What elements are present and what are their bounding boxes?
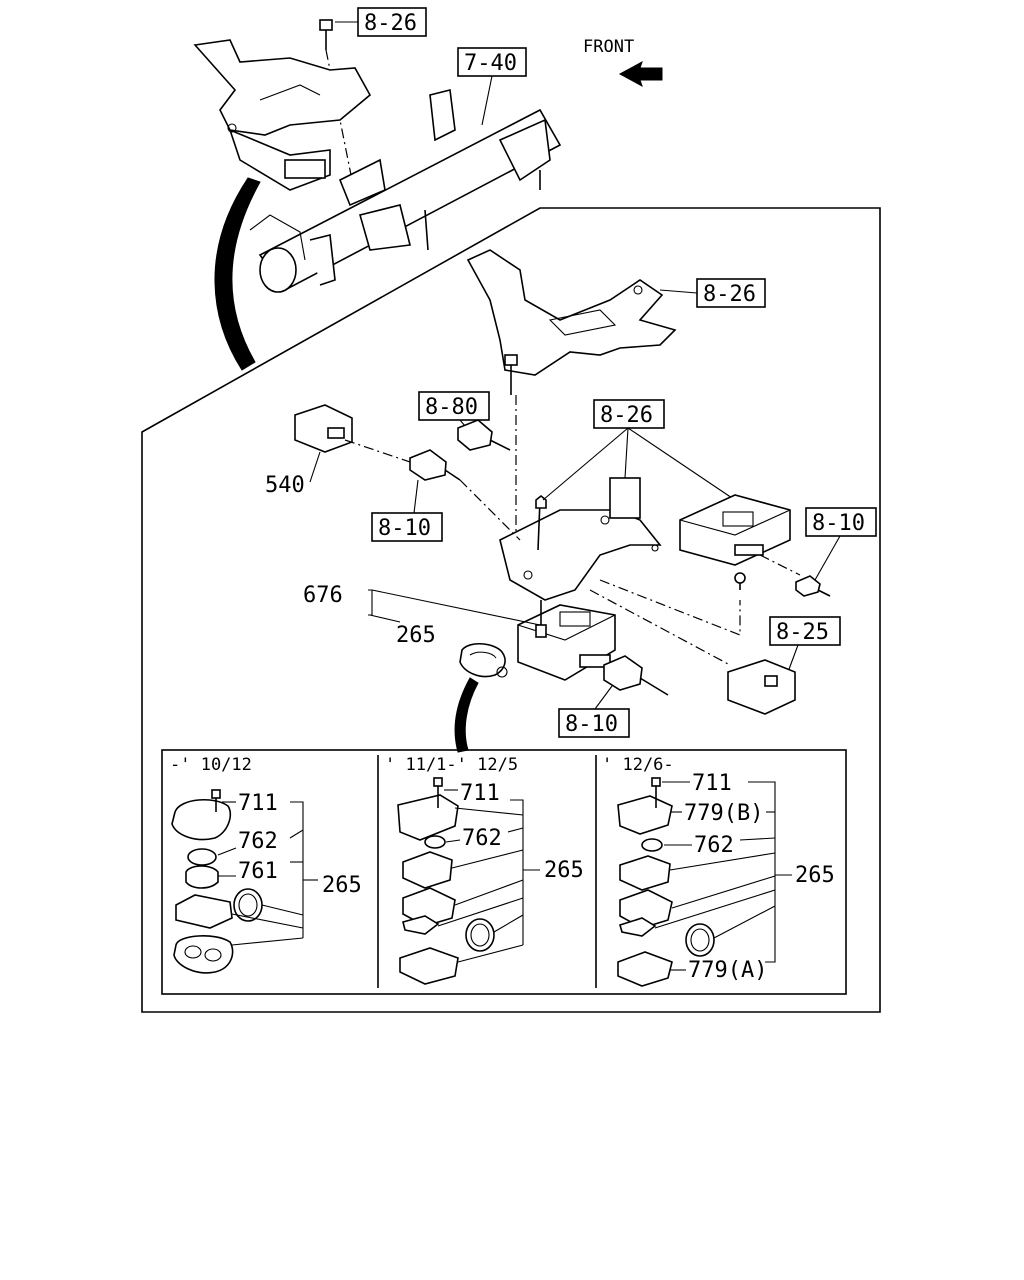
variant-3-part-2[interactable]: 762 [694, 833, 734, 858]
callout-control-unit[interactable]: 8-26 [542, 399, 736, 501]
variant-1-part-0[interactable]: 711 [238, 791, 278, 816]
front-arrow-icon [618, 60, 663, 88]
callout-connector-a-text: 8-80 [425, 395, 478, 420]
variant-3-assembly[interactable]: 265 [795, 863, 835, 888]
callout-harness-left[interactable]: 8-10 [371, 479, 443, 542]
beam-tube-illustration [249, 89, 562, 293]
nut-icon [535, 494, 547, 509]
top-bracket-illustration [193, 39, 372, 191]
variant-2-period: ' 11/1-' 12/5 [385, 755, 518, 775]
variant-3-period: ' 12/6- [602, 755, 674, 775]
variant-1: -' 10/12 711 762 761 265 [170, 755, 362, 974]
variant-2-part-1[interactable]: 762 [462, 826, 502, 851]
connector-d-illustration [603, 655, 669, 696]
callout-beam[interactable]: 7-40 [457, 47, 527, 126]
part-label-265-fob[interactable]: 265 [396, 623, 436, 648]
callout-top-bracket[interactable]: 8-26 [335, 7, 427, 37]
callout-control-unit-text: 8-26 [600, 403, 653, 428]
callout-harness-left-text: 8-10 [378, 516, 431, 541]
inset-bracket-illustration [466, 249, 677, 545]
connector-c-illustration [795, 575, 831, 597]
part-label-676[interactable]: 676 [303, 583, 343, 608]
variant-3-part-3[interactable]: 779(A) [688, 958, 767, 983]
callout-harness-right-text: 8-10 [812, 511, 865, 536]
variant-3-part-0[interactable]: 711 [692, 771, 732, 796]
variant-1-part-2[interactable]: 761 [238, 859, 278, 884]
variant-1-period: -' 10/12 [170, 755, 252, 775]
variant-1-part-1[interactable]: 762 [238, 829, 278, 854]
variant-3-part-1[interactable]: 779(B) [684, 801, 763, 826]
inset-pointer-icon [214, 177, 261, 371]
callout-relay[interactable]: 8-25 [769, 616, 841, 681]
relay-illustration [589, 579, 796, 715]
inset-frame [141, 207, 881, 1013]
receiver-module-illustration [517, 600, 616, 681]
callout-inset-bracket[interactable]: 8-26 [659, 278, 766, 308]
connector-b-illustration [409, 449, 461, 481]
callout-harness-right[interactable]: 8-10 [805, 507, 877, 581]
callout-harness-bottom-text: 8-10 [565, 712, 618, 737]
part-label-540[interactable]: 540 [265, 473, 305, 498]
connector-a-illustration [457, 419, 511, 451]
variant-3: ' 12/6- 711 779(B) 762 779(A) 265 [602, 755, 835, 987]
front-label: FRONT [583, 37, 634, 57]
callout-harness-bottom[interactable]: 8-10 [558, 685, 630, 738]
variant-1-assembly[interactable]: 265 [322, 873, 362, 898]
variants-frame [161, 749, 847, 995]
relay-unit-illustration [294, 404, 431, 463]
callout-connector-a[interactable]: 8-80 [418, 391, 490, 433]
control-unit-illustration [679, 494, 801, 590]
callout-top-bracket-text: 8-26 [364, 11, 417, 36]
key-fob-illustration [459, 643, 508, 678]
variant-2-part-0[interactable]: 711 [460, 781, 500, 806]
control-bracket-illustration [459, 477, 662, 601]
variants-pointer-icon [454, 677, 479, 753]
callout-beam-text: 7-40 [464, 51, 517, 76]
variant-2: ' 11/1-' 12/5 711 762 265 [385, 755, 584, 985]
callout-relay-text: 8-25 [776, 620, 829, 645]
callout-inset-bracket-text: 8-26 [703, 282, 756, 307]
variant-2-assembly[interactable]: 265 [544, 858, 584, 883]
